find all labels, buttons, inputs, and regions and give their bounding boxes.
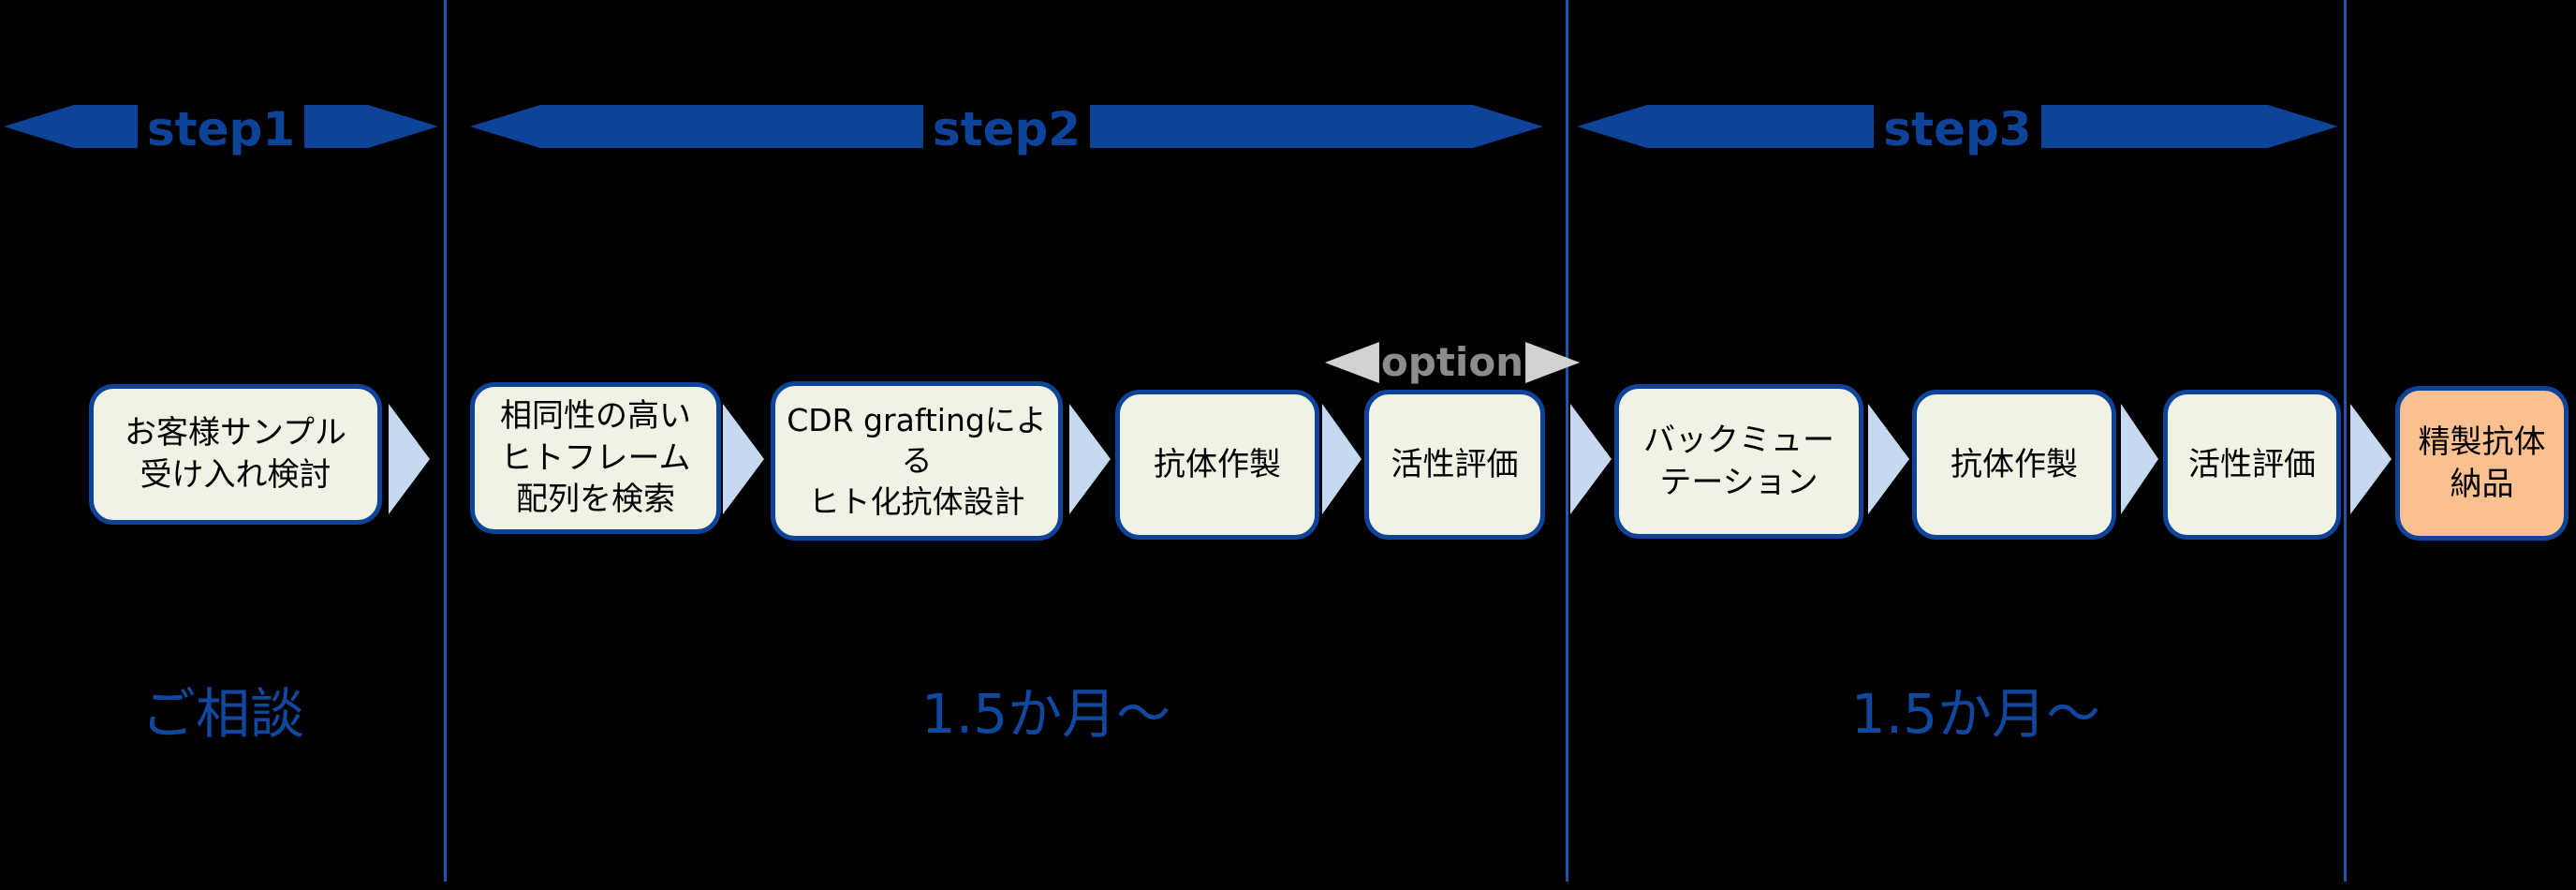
section-divider-1 [444,0,447,882]
step2-arrow-right-icon [1090,105,1543,148]
process-box-antibody-production-2: 抗体作製 [1912,390,2116,540]
process-box-cdr-grafting-design: CDR graftingによる ヒト化抗体設計 [771,381,1063,541]
connector-arrow-icon-5 [1570,404,1612,514]
step1-label: step1 [146,102,296,156]
step1-arrow-left-icon [4,105,138,148]
connector-arrow-icon-2 [723,404,764,514]
connector-arrow-icon-1 [389,404,430,514]
step2-header: step2 [470,105,1543,153]
connector-arrow-icon-4 [1322,404,1362,514]
step1-duration-note: ご相談 [140,682,304,746]
process-box-activity-evaluation-1: 活性評価 [1364,390,1545,540]
process-box-customer-sample-review: お客様サンプル 受け入れ検討 [89,384,382,525]
connector-arrow-icon-3 [1069,404,1111,514]
step3-arrow-left-icon [1577,105,1875,148]
connector-arrow-icon-8 [2350,404,2392,514]
option-badge: option [1324,339,1581,386]
step2-duration-note: 1.5か月～ [920,682,1171,746]
step3-arrow-right-icon [2041,105,2338,148]
section-divider-3 [2344,0,2347,882]
step2-arrow-left-icon [470,105,923,148]
process-box-activity-evaluation-2: 活性評価 [2163,390,2341,540]
option-right-arrow-icon [1525,342,1581,383]
step3-header: step3 [1577,105,2338,153]
step1-arrow-right-icon [304,105,438,148]
process-box-human-frame-search: 相同性の高い ヒトフレーム 配列を検索 [470,382,721,534]
section-divider-2 [1566,0,1568,882]
connector-arrow-icon-6 [1868,404,1909,514]
process-box-purified-antibody-delivery: 精製抗体 納品 [2395,386,2569,541]
step2-label: step2 [932,102,1082,156]
step1-header: step1 [4,105,438,153]
step3-label: step3 [1883,102,2032,156]
connector-arrow-icon-7 [2121,404,2158,514]
process-box-antibody-production-1: 抗体作製 [1115,390,1319,540]
process-box-back-mutation: バックミュー テーション [1614,384,1863,539]
step3-duration-note: 1.5か月～ [1850,682,2101,746]
option-left-arrow-icon [1324,342,1379,383]
option-label: option [1380,339,1524,385]
